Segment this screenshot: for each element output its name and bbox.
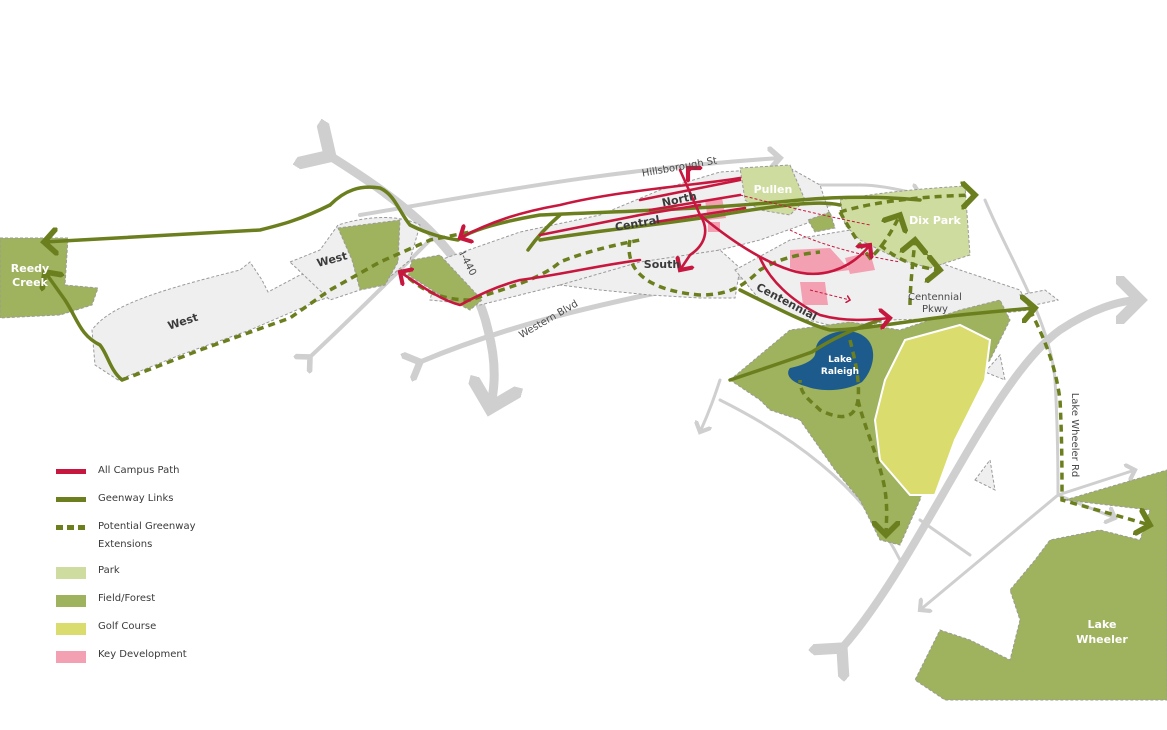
greenway-links-swatch [56,497,86,502]
legend-item-greenway-links: Geenway Links [56,490,248,518]
legend-label: Park [98,565,120,576]
legend-label: All Campus Path [98,465,180,476]
legend-item-campus-path: All Campus Path [56,462,248,490]
campus-path-minor [739,194,901,300]
legend-item-park: Park [56,562,248,590]
all-campus-path [400,168,890,320]
forest-lake-wheeler [914,469,1167,701]
svg-text:Western Blvd: Western Blvd [517,299,580,342]
legend-item-potential-greenway: Potential Greenway Extensions [56,518,248,562]
legend-label: Potential Greenway Extensions [98,521,196,550]
key-development-swatch [56,651,86,663]
field-forest-swatch [56,595,86,607]
svg-text:Lake Wheeler Rd: Lake Wheeler Rd [1069,393,1080,478]
campus-path-swatch [56,469,86,474]
legend-label: Key Development [98,649,187,660]
legend-label: Field/Forest [98,593,156,604]
legend-item-key-development: Key Development [56,646,248,674]
svg-text:Dix Park: Dix Park [909,214,961,227]
legend-item-field-forest: Field/Forest [56,590,248,618]
greenway-links [44,185,1035,382]
map-legend: All Campus Path Geenway Links Potential … [56,462,248,674]
svg-text:South: South [644,258,680,271]
svg-text:Pullen: Pullen [754,183,793,196]
golf-course [873,323,992,496]
golf-course-swatch [56,623,86,635]
legend-label: Golf Course [98,621,157,632]
legend-label: Geenway Links [98,493,174,504]
park-swatch [56,567,86,579]
legend-item-golf-course: Golf Course [56,618,248,646]
potential-greenway-swatch [56,525,86,530]
